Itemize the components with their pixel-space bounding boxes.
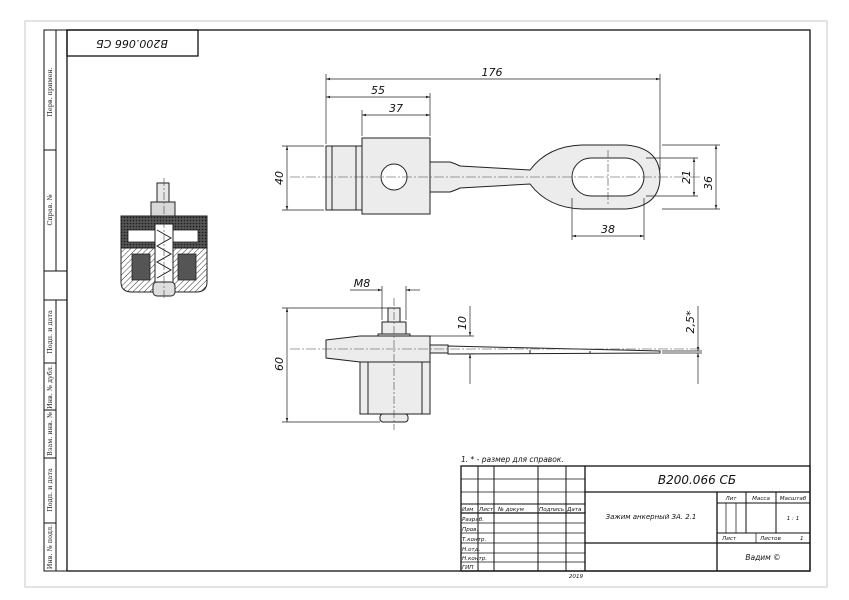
- dim-21: 21: [680, 170, 693, 184]
- left-stamp: [43, 29, 68, 572]
- stamp-podp-data-2: Подп. и дата: [46, 468, 54, 512]
- dim-60: 60: [273, 357, 286, 371]
- stamp-inv-podl: Инв. № подл.: [46, 525, 54, 569]
- stamp-inv-dubl: Инв. № дубл.: [46, 365, 54, 409]
- dim-40: 40: [273, 171, 286, 185]
- stamp-perv-primen: Перв. примен.: [46, 67, 54, 117]
- company-name: Вадим ©: [745, 553, 780, 562]
- label-lit: Лит: [724, 496, 737, 502]
- dim-10: 10: [456, 316, 469, 330]
- dim-38: 38: [601, 223, 615, 236]
- dim-36: 36: [702, 176, 715, 190]
- row-razrab: Разраб.: [462, 517, 484, 523]
- col-doc: № докум: [497, 507, 525, 513]
- title-block: [460, 465, 811, 572]
- front-view-dimensions: [282, 286, 702, 423]
- note-reference-dims: 1. * - размер для справок.: [461, 455, 564, 464]
- section-view: [120, 178, 208, 300]
- year-label: 2019: [569, 574, 584, 580]
- top-view-dimensions: [282, 74, 720, 240]
- label-massa: Масса: [752, 496, 770, 502]
- label-listov: Листов: [759, 536, 781, 542]
- col-list: Лист: [478, 507, 494, 513]
- dim-m8: M8: [354, 277, 371, 290]
- row-prov: Пров.: [462, 527, 478, 533]
- listov-value: 1: [800, 536, 804, 542]
- row-tkontr: Т.контр.: [462, 537, 486, 543]
- row-notd: Н.отд.: [462, 547, 481, 553]
- title-product-name: Зажим анкерный ЗА. 2.1: [606, 513, 697, 521]
- label-list: Лист: [721, 536, 737, 542]
- dim-37: 37: [389, 102, 403, 115]
- designation-box: [66, 29, 199, 57]
- dim-55: 55: [371, 84, 385, 97]
- title-designation: В200.066 СБ: [658, 473, 736, 487]
- sheet-outline: [24, 20, 828, 588]
- stamp-podp-data-1: Подп. и дата: [46, 310, 54, 354]
- stamp-vzam-inv: Взам. инв. №: [46, 412, 54, 456]
- dim-2-5: 2,5*: [684, 310, 697, 333]
- scale-value: 1 : 1: [787, 516, 800, 522]
- col-podp: Подпись: [539, 507, 564, 513]
- col-izm: Изм: [462, 507, 474, 513]
- col-data: Дата: [566, 507, 582, 513]
- stamp-sprav-no: Справ. №: [46, 194, 54, 225]
- designation-rotated: В200.066 СБ: [96, 37, 168, 50]
- row-gip: ГИП: [462, 565, 474, 571]
- row-nkontr: Н.контр.: [462, 556, 487, 562]
- dim-176: 176: [482, 66, 503, 79]
- label-masshtab: Масштаб: [780, 496, 807, 502]
